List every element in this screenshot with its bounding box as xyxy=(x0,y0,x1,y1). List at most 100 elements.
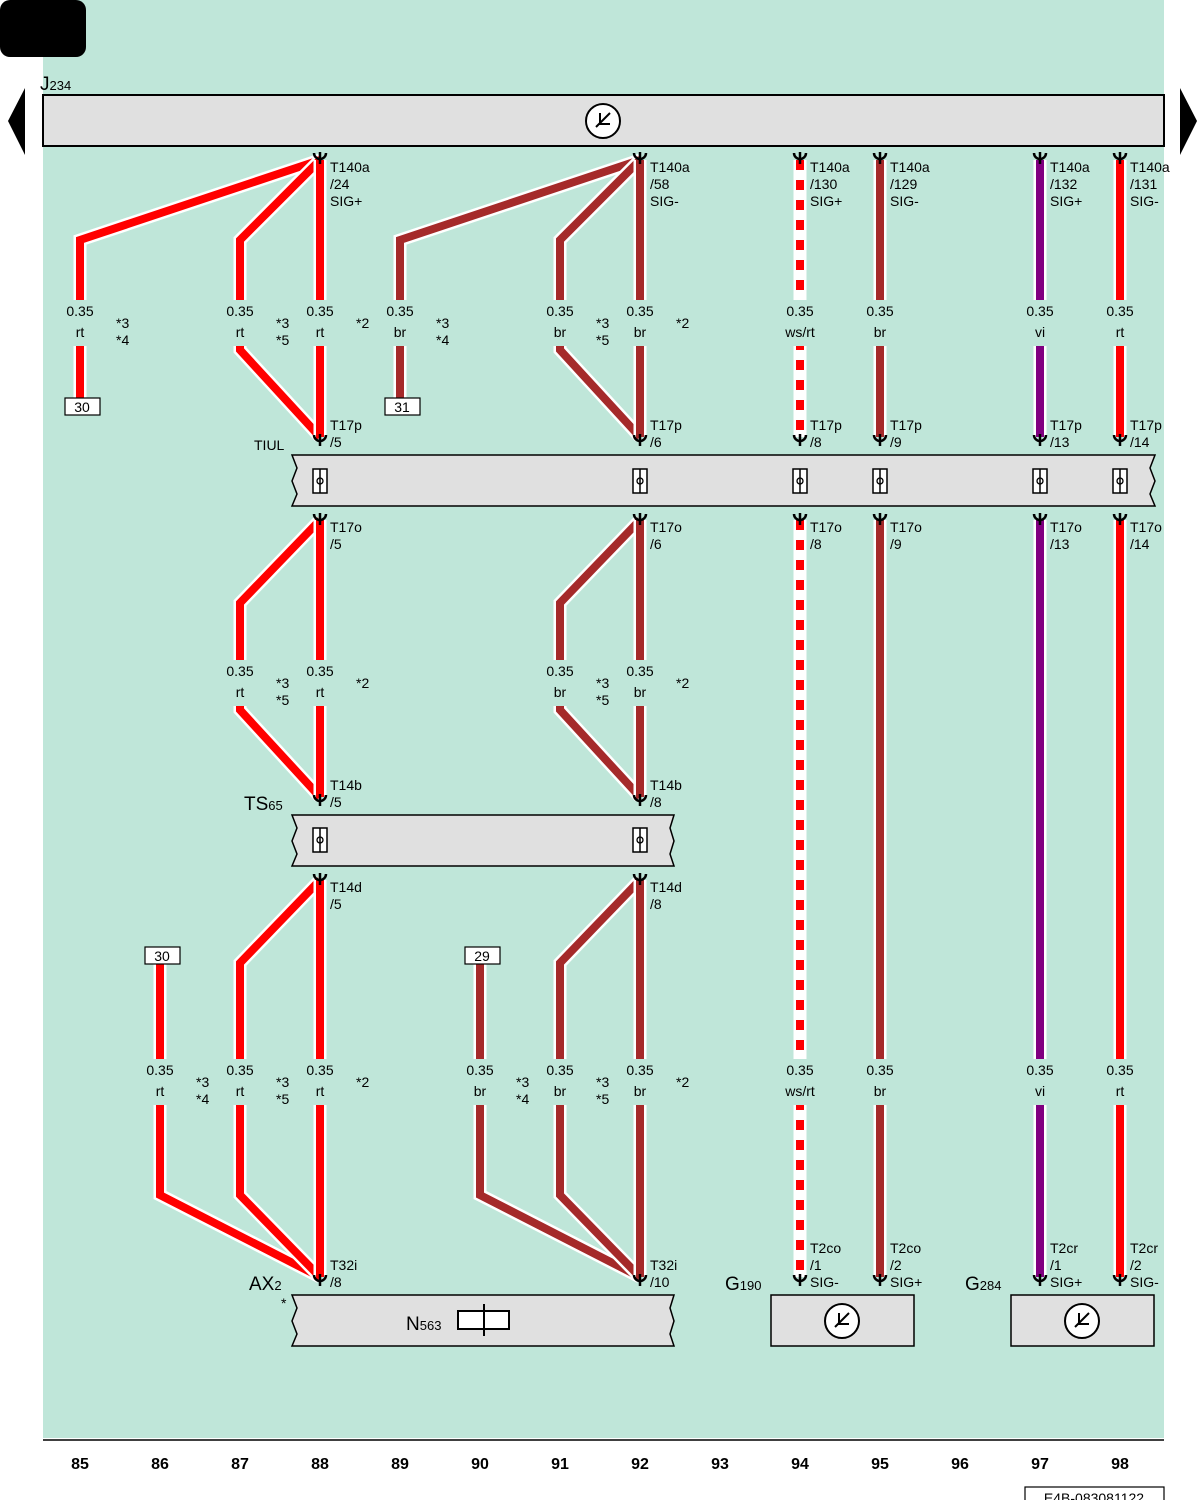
sensor-g190: G190 xyxy=(725,1274,915,1347)
svg-text:0.35: 0.35 xyxy=(226,663,253,679)
inline-connector xyxy=(632,827,648,853)
pin-label-t17o_95: T17o/9 xyxy=(890,519,922,552)
connector-station-tiul: TIUL xyxy=(254,437,1157,507)
svg-text:0.35: 0.35 xyxy=(306,303,333,319)
tiul-label: TIUL xyxy=(254,437,285,453)
pin-label-t17p_88: T17p/5 xyxy=(330,417,362,450)
footnote-r3_88: *2 xyxy=(356,1074,369,1090)
connector-pin-icon xyxy=(792,513,808,525)
inline-connector xyxy=(792,468,808,494)
svg-text:0.35: 0.35 xyxy=(1026,303,1053,319)
wire-label-r1_95: 0.35 br xyxy=(858,300,902,346)
sensor-icon xyxy=(585,103,621,139)
footnote-r1_87: *3*5 xyxy=(276,315,289,348)
inline-connector xyxy=(872,468,888,494)
connector-pin-icon xyxy=(1112,152,1128,164)
svg-text:br: br xyxy=(554,324,567,340)
svg-text:rt: rt xyxy=(316,1083,325,1099)
sensor-icon xyxy=(1064,1303,1100,1339)
wire-86-bottom xyxy=(153,964,323,1283)
wire-label-r3_87: 0.35 rt xyxy=(218,1059,262,1105)
connector-pin-icon xyxy=(1112,1274,1128,1286)
svg-text:0.35: 0.35 xyxy=(786,303,813,319)
svg-text:br: br xyxy=(474,1083,487,1099)
column-number: 94 xyxy=(791,1456,809,1473)
svg-text:rt: rt xyxy=(236,1083,245,1099)
svg-text:0.35: 0.35 xyxy=(866,303,893,319)
pin-label-t14d_92: T14d/8 xyxy=(650,879,682,912)
wire-label-r3_88: 0.35 rt xyxy=(298,1059,342,1105)
connector-pin-icon xyxy=(1032,152,1048,164)
svg-text:0.35: 0.35 xyxy=(546,663,573,679)
svg-text:br: br xyxy=(874,324,887,340)
sensor-icon xyxy=(824,1303,860,1339)
ax2-label: AX2 xyxy=(249,1274,282,1295)
connector-pin-icon xyxy=(1032,513,1048,525)
connector-pin-icon xyxy=(632,1274,648,1286)
svg-text:0.35: 0.35 xyxy=(1026,1062,1053,1078)
svg-text:0.35: 0.35 xyxy=(626,1062,653,1078)
svg-text:0.35: 0.35 xyxy=(546,303,573,319)
svg-text:br: br xyxy=(634,1083,647,1099)
column-number: 91 xyxy=(551,1456,569,1473)
wire-label-r3_92: 0.35 br xyxy=(618,1059,662,1105)
connector-pin-icon xyxy=(1032,1274,1048,1286)
pin-label-t17p_98: T17p/14 xyxy=(1130,417,1162,450)
svg-text:rt: rt xyxy=(236,324,245,340)
pin-label-t17p_94: T17p/8 xyxy=(810,417,842,450)
column-number: 90 xyxy=(471,1456,489,1473)
ts65-block xyxy=(290,814,676,867)
pin-label-t17p_95: T17p/9 xyxy=(890,417,922,450)
footnote-r1_88: *2 xyxy=(356,315,369,331)
ts65-label: TS65 xyxy=(244,794,283,815)
svg-text:29: 29 xyxy=(474,948,490,964)
connector-pin-icon xyxy=(312,434,328,446)
connector-pin-icon xyxy=(312,152,328,164)
wire-91-top xyxy=(553,155,645,442)
svg-text:rt: rt xyxy=(156,1083,165,1099)
svg-text:0.35: 0.35 xyxy=(226,303,253,319)
svg-text:vi: vi xyxy=(1035,324,1045,340)
column-number: 85 xyxy=(71,1456,89,1473)
svg-text:0.35: 0.35 xyxy=(1106,303,1133,319)
pin-label-t17p_92: T17p/6 xyxy=(650,417,682,450)
svg-text:0.35: 0.35 xyxy=(226,1062,253,1078)
svg-text:E4B-083081122: E4B-083081122 xyxy=(1044,1490,1144,1500)
terminal-ref-31: 31 xyxy=(384,397,421,416)
connector-pin-icon xyxy=(632,434,648,446)
svg-text:0.35: 0.35 xyxy=(866,1062,893,1078)
connector-pin-icon xyxy=(872,434,888,446)
column-number: 93 xyxy=(711,1456,729,1473)
footnotes: *3*4*3*5*2*3*4*3*5*2*3*5*2*3*5*2*3*4*3*5… xyxy=(116,315,689,1107)
footnote-r2_91: *3*5 xyxy=(596,675,609,708)
arrow-left-icon[interactable] xyxy=(8,88,25,155)
pin-label-t32i_88: T32i/8 xyxy=(330,1257,357,1290)
svg-text:ws/rt: ws/rt xyxy=(784,1083,815,1099)
column-number: 95 xyxy=(871,1456,889,1473)
inline-connector xyxy=(632,468,648,494)
arrow-right-icon[interactable] xyxy=(1180,88,1197,155)
footnote-r3_91: *3*5 xyxy=(596,1074,609,1107)
footnote-r2_88: *2 xyxy=(356,675,369,691)
svg-text:0.35: 0.35 xyxy=(306,1062,333,1078)
control-unit-label: J234 xyxy=(40,74,71,95)
inline-connector xyxy=(312,827,328,853)
wire-label-r1_87: 0.35 rt xyxy=(218,300,262,346)
svg-text:0.35: 0.35 xyxy=(626,303,653,319)
footnote-r1_91: *3*5 xyxy=(596,315,609,348)
terminal-ref-29: 29 xyxy=(464,946,501,965)
column-number: 89 xyxy=(391,1456,409,1473)
connector-pin-icon xyxy=(312,513,328,525)
